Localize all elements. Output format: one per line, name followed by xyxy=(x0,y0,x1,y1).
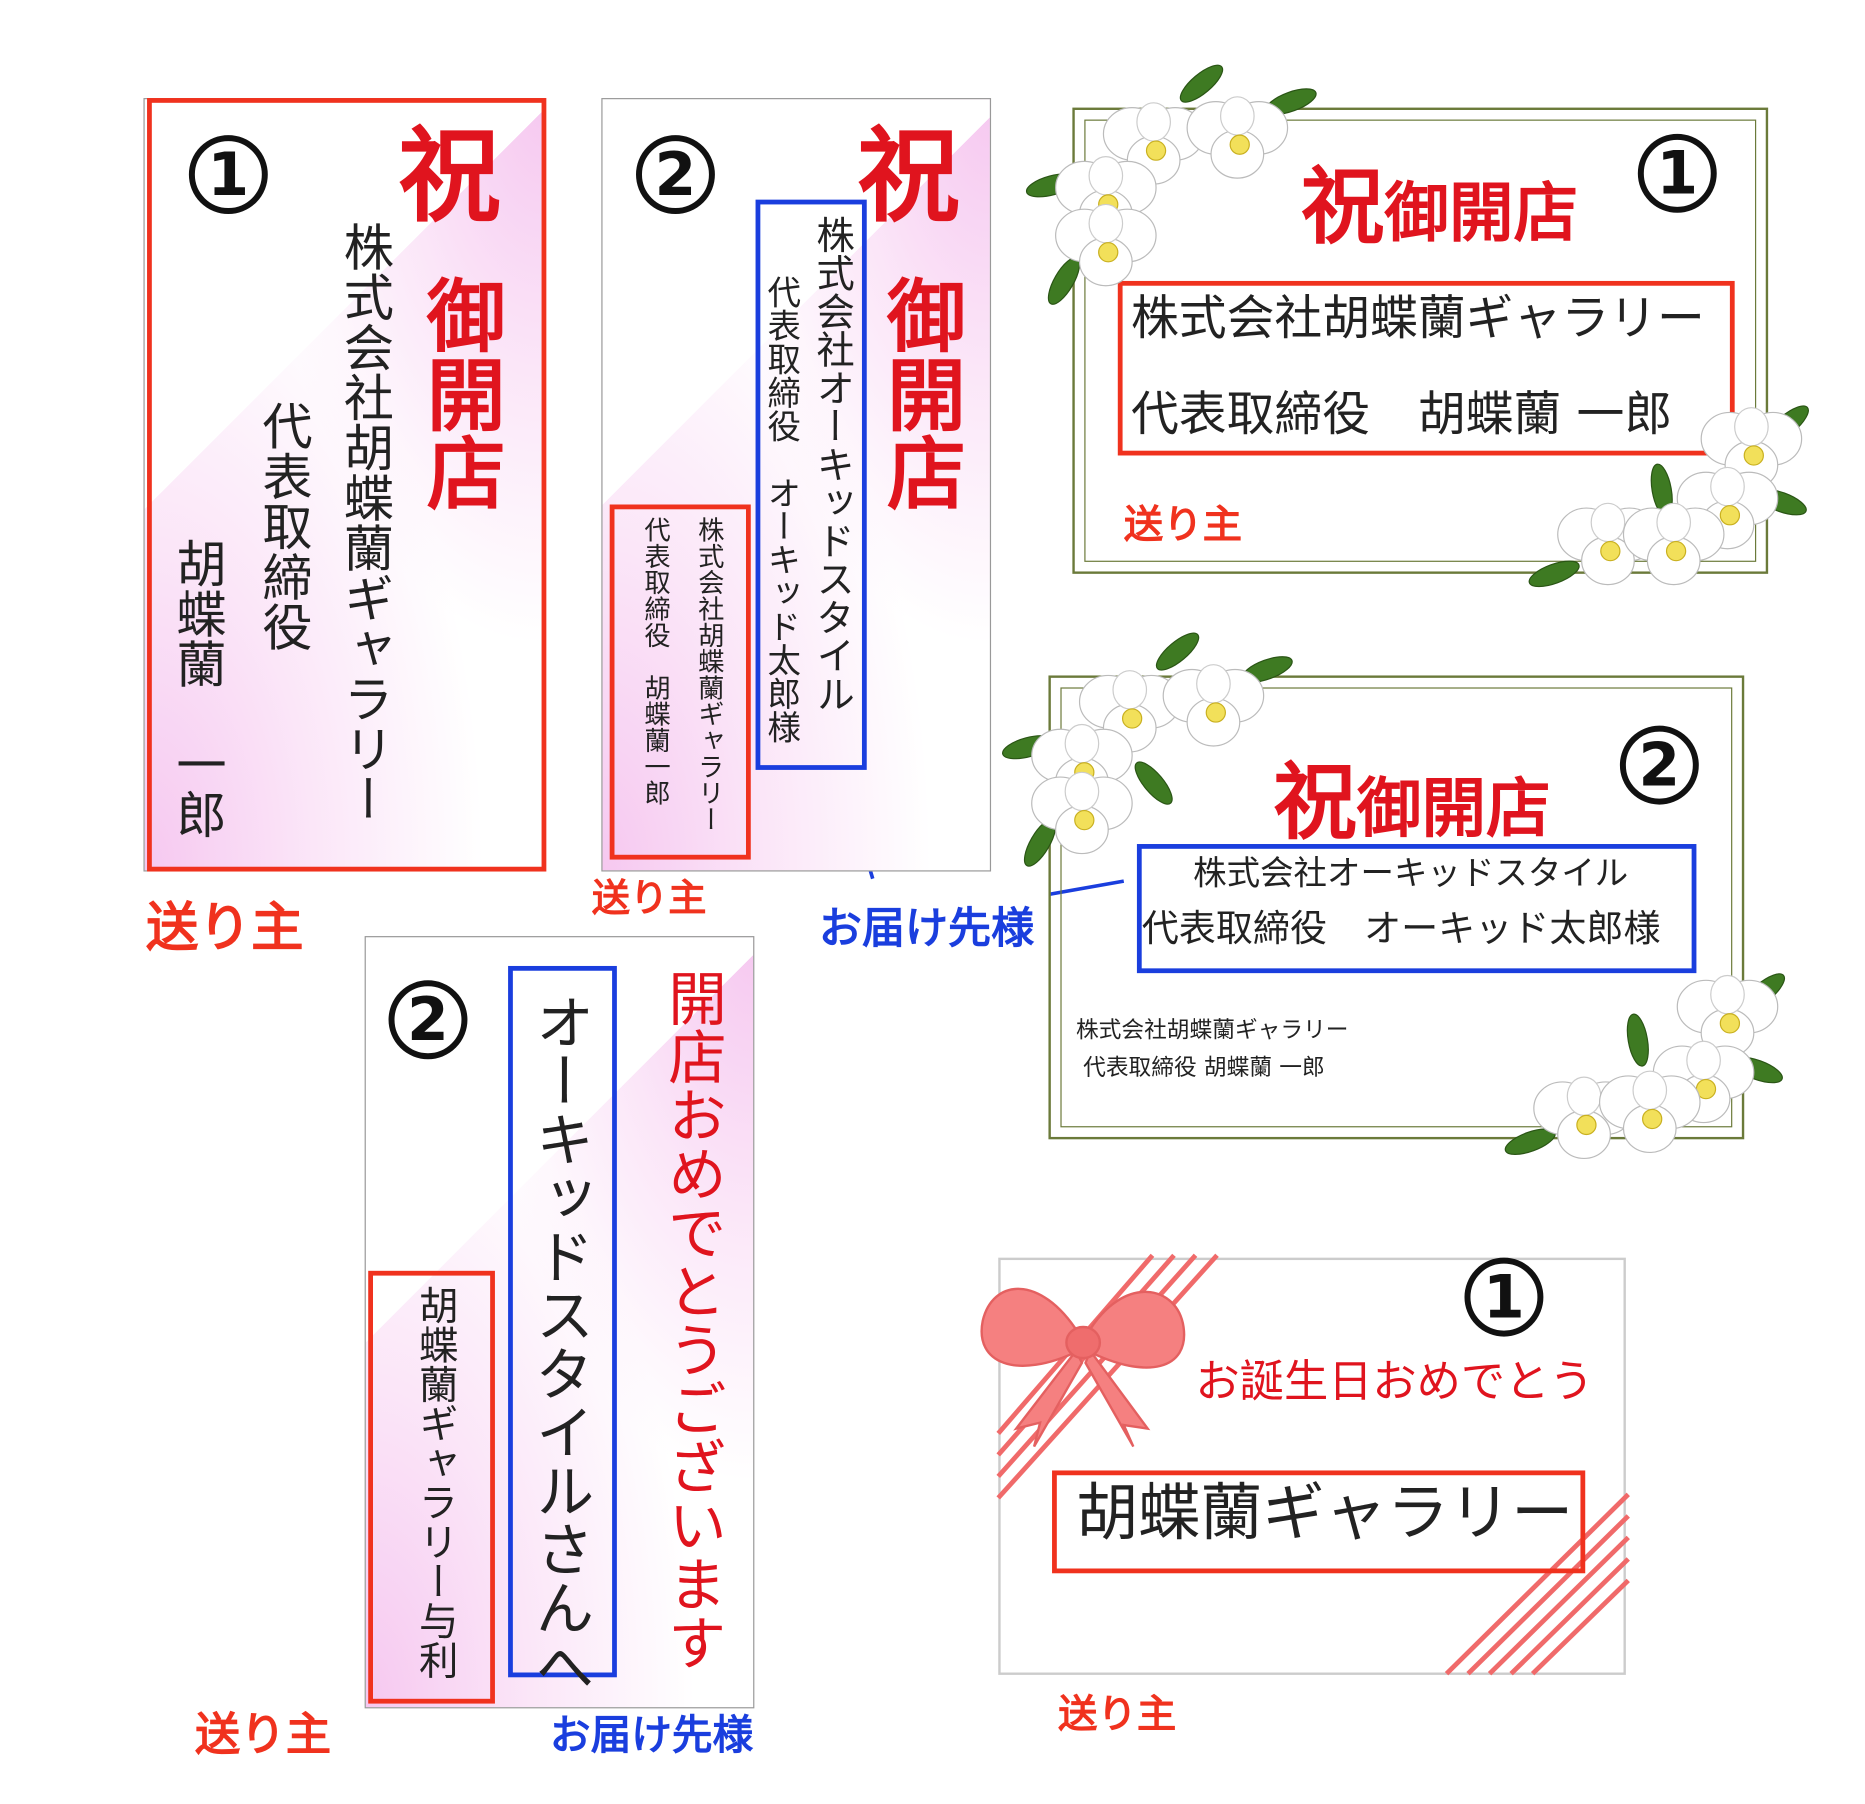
bow-icon xyxy=(980,1287,1186,1448)
horizontal-card-1-frame xyxy=(1072,107,1769,574)
number-badge: 2 xyxy=(388,980,468,1060)
recipient-name-text: 代表取締役 オーキッド太郎様 xyxy=(1141,907,1661,951)
sender-highlight-box xyxy=(1052,1470,1586,1574)
number-badge: 2 xyxy=(1619,725,1699,805)
number-badge: 1 xyxy=(1637,133,1717,213)
sender-highlight-box xyxy=(1117,280,1735,456)
sender-text: 胡蝶蘭ギャラリー xyxy=(1075,1477,1574,1550)
sender-name-text: 代表取締役 胡蝶蘭一郎 xyxy=(639,516,670,806)
message-text: 開店おめでとうございます xyxy=(658,968,727,1672)
vertical-card-1 xyxy=(143,98,546,872)
recipient-company-text: 株式会社オーキッドスタイル xyxy=(1193,853,1629,894)
number-badge: 1 xyxy=(188,135,268,214)
name-text: 胡蝶蘭 一郎 xyxy=(168,537,228,840)
name-text: 代表取締役 胡蝶蘭 一郎 xyxy=(1130,387,1673,443)
recipient-highlight-box xyxy=(1136,844,1697,974)
recipient-label: お届け先様 xyxy=(549,1711,754,1760)
iwai-text: 祝 xyxy=(1300,156,1385,256)
company-text: 株式会社胡蝶蘭ギャラリー xyxy=(1130,291,1705,347)
iwai-text: 祝 xyxy=(1273,751,1357,852)
title-text: 御開店 xyxy=(1356,769,1551,847)
sender-label: 送り主 xyxy=(591,875,707,921)
sender-text: 胡蝶蘭ギャラリー与利 xyxy=(412,1285,460,1680)
sender-highlight-box xyxy=(147,98,547,872)
recipient-company-text: 株式会社オーキッドスタイル xyxy=(810,215,856,713)
ribbon-decoration xyxy=(980,1253,1630,1676)
sender-highlight-box xyxy=(609,504,751,860)
role-text: 代表取締役 xyxy=(254,400,314,652)
title-line: 祝御開店 xyxy=(1301,164,1579,252)
company-text: 株式会社胡蝶蘭ギャラリー xyxy=(335,221,395,824)
sender-label: 送り主 xyxy=(194,1708,332,1761)
message-text: お誕生日おめでとう xyxy=(1195,1355,1594,1408)
title-text: 御開店 xyxy=(413,274,507,512)
iwai-text: 祝 xyxy=(398,115,501,237)
sender-company-text: 株式会社胡蝶蘭ギャラリー xyxy=(1075,1017,1349,1044)
iwai-text: 祝 xyxy=(857,115,960,237)
sender-label: 送り主 xyxy=(1123,500,1243,548)
title-text: 御開店 xyxy=(873,274,968,512)
recipient-highlight-box xyxy=(755,199,867,770)
sender-name-text: 代表取締役 胡蝶蘭 一郎 xyxy=(1083,1054,1325,1081)
recipient-name-text: 代表取締役 オーキッド太郎様 xyxy=(762,274,803,744)
number-badge: 2 xyxy=(636,135,715,214)
sender-label: 送り主 xyxy=(145,897,304,959)
title-line: 祝御開店 xyxy=(1273,760,1550,844)
horizontal-card-2-frame xyxy=(1048,675,1745,1140)
sender-highlight-box xyxy=(368,1270,495,1704)
recipient-text: オーキッドスタイルさんへ xyxy=(526,992,595,1696)
title-text: 御開店 xyxy=(1384,174,1579,252)
recipient-highlight-box xyxy=(508,965,617,1678)
number-badge: 1 xyxy=(1464,1257,1544,1337)
vertical-card-2 xyxy=(601,98,992,872)
recipient-label: お届け先様 xyxy=(818,904,1035,955)
sender-company-text: 株式会社胡蝶蘭ギャラリー xyxy=(693,516,724,833)
vertical-card-3 xyxy=(364,936,755,1709)
sender-label: 送り主 xyxy=(1058,1690,1177,1738)
